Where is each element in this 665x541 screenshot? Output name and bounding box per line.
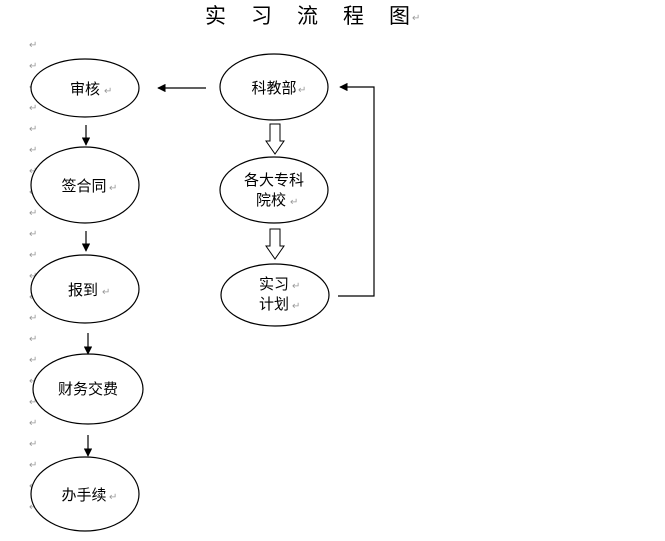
arrow-shixijihua-to-kejiaobu (338, 82, 375, 297)
node-shixijihua: 实习 ↵ 计划 ↵ (220, 263, 330, 327)
hollow-arrow-gedazhuanke-to-shixijihua (265, 228, 285, 260)
title-char-5: 图 (389, 4, 410, 28)
node-label: 财务交费 (58, 380, 118, 398)
margin-paragraph-mark: ↵ (29, 229, 37, 240)
page-title: 实 习 流 程 图 ↵ (205, 4, 420, 28)
hollow-arrow-kejiaobu-to-gedazhuanke (265, 123, 285, 155)
margin-paragraph-mark: ↵ (29, 334, 37, 345)
node-shape (30, 146, 140, 224)
node-shape (219, 156, 329, 224)
node-banshouxu: 办手续 ↵ (30, 456, 140, 532)
node-label-line-1: 各大专科 (244, 171, 304, 189)
paragraph-mark: ↵ (102, 287, 110, 298)
paragraph-mark: ↵ (292, 281, 300, 292)
node-label-line-2: 计划 (259, 295, 289, 313)
node-label: 审核 (70, 80, 100, 98)
margin-paragraph-mark: ↵ (29, 271, 37, 282)
node-shenhe: 审核 ↵ (30, 58, 140, 118)
paragraph-mark: ↵ (298, 85, 306, 96)
margin-paragraph-mark: ↵ (29, 355, 37, 366)
margin-paragraph-mark: ↵ (29, 418, 37, 429)
node-label: 办手续 (61, 486, 106, 504)
margin-paragraph-mark: ↵ (29, 502, 37, 513)
paragraph-mark: ↵ (290, 197, 298, 208)
title-char-2: 习 (251, 4, 272, 28)
node-shape (30, 254, 140, 324)
node-label-line-1: 实习 (259, 275, 289, 293)
paragraph-mark: ↵ (109, 183, 117, 194)
margin-paragraph-mark: ↵ (29, 166, 37, 177)
title-char-1: 实 (205, 4, 226, 28)
title-char-3: 流 (297, 4, 318, 28)
paragraph-mark: ↵ (104, 86, 112, 97)
margin-paragraph-mark: ↵ (29, 439, 37, 450)
node-qianhetong: 签合同 ↵ (30, 146, 140, 224)
node-caiwujiaofei: 财务交费 (32, 353, 144, 425)
margin-paragraph-mark: ↵ (29, 208, 37, 219)
node-gedazhuanke: 各大专科 院校 ↵ (219, 156, 329, 224)
margin-paragraph-mark: ↵ (29, 397, 37, 408)
margin-paragraph-mark: ↵ (29, 124, 37, 135)
margin-paragraph-mark: ↵ (29, 103, 37, 114)
node-kejiaobu: 科教部 ↵ (219, 53, 329, 121)
node-baodao: 报到 ↵ (30, 254, 140, 324)
margin-paragraph-mark: ↵ (29, 145, 37, 156)
node-shape (30, 456, 140, 532)
margin-paragraph-mark: ↵ (29, 460, 37, 471)
paragraph-mark: ↵ (109, 492, 117, 503)
margin-paragraph-mark: ↵ (29, 40, 37, 51)
node-shape (219, 53, 329, 121)
margin-paragraph-mark: ↵ (29, 61, 37, 72)
node-label-line-2: 院校 (256, 191, 286, 209)
margin-paragraph-mark: ↵ (29, 313, 37, 324)
paragraph-mark: ↵ (412, 13, 420, 24)
margin-paragraph-mark: ↵ (29, 376, 37, 387)
node-shape (220, 263, 330, 327)
node-shape (30, 58, 140, 118)
margin-paragraph-mark: ↵ (29, 250, 37, 261)
paragraph-mark: ↵ (292, 301, 300, 312)
node-label: 签合同 (61, 177, 106, 195)
title-char-4: 程 (343, 4, 364, 28)
node-label: 科教部 (251, 79, 296, 97)
node-label: 报到 (68, 281, 98, 299)
